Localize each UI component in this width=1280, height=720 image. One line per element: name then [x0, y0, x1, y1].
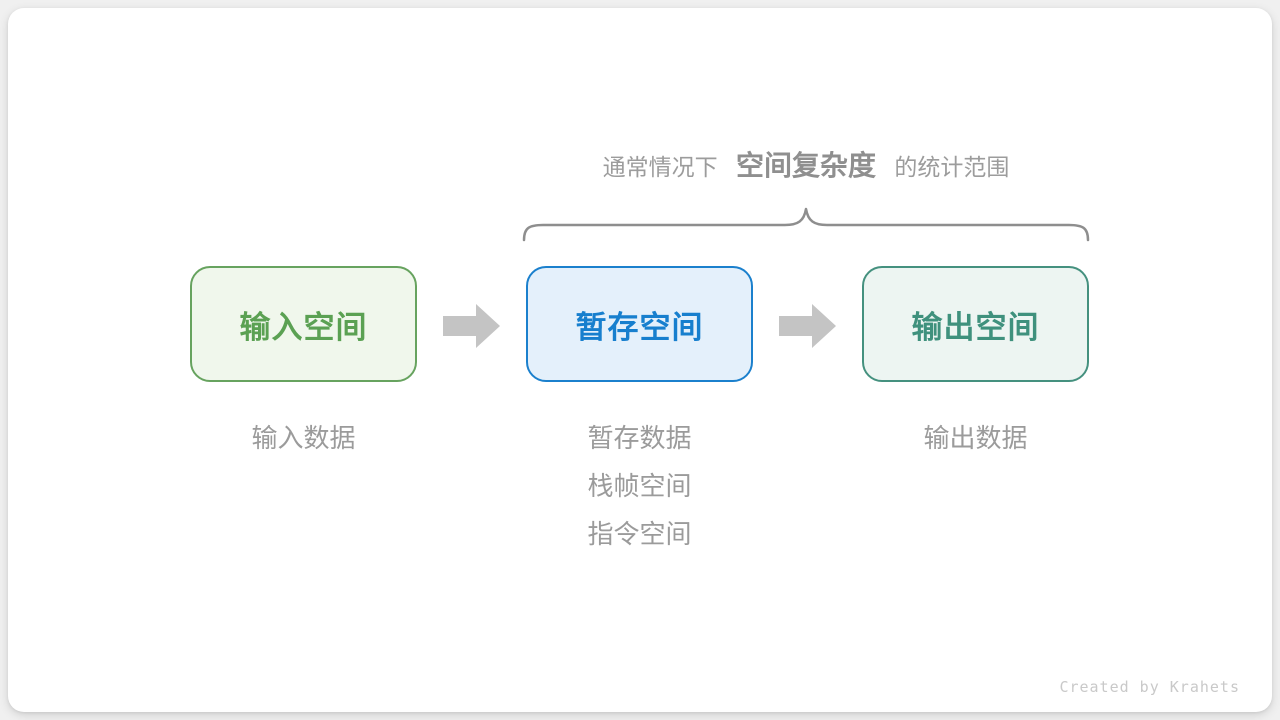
diagram-card: 通常情况下 空间复杂度 的统计范围 输入空间 暂存空间 输出空间 输入数据 暂存… [8, 8, 1272, 712]
notes-input-space: 输入数据 [190, 414, 417, 462]
node-input-space: 输入空间 [190, 266, 417, 382]
notes-temporary-space: 暂存数据 栈帧空间 指令空间 [526, 414, 753, 558]
node-temporary-space: 暂存空间 [526, 266, 753, 382]
note-item: 暂存数据 [587, 423, 692, 453]
node-output-space: 输出空间 [862, 266, 1089, 382]
scope-title: 通常情况下 空间复杂度 的统计范围 [522, 148, 1090, 185]
arrow-right-icon [779, 304, 836, 348]
note-item: 输出数据 [923, 423, 1028, 453]
scope-brace-icon [522, 207, 1090, 242]
notes-output-space: 输出数据 [862, 414, 1089, 462]
watermark-credit: Created by Krahets [1059, 678, 1240, 696]
node-output-space-label: 输出空间 [911, 309, 1040, 345]
note-item: 输入数据 [251, 423, 356, 453]
scope-title-prefix: 通常情况下 [602, 154, 718, 180]
note-item: 指令空间 [587, 519, 692, 549]
scope-title-suffix: 的统计范围 [894, 154, 1010, 180]
node-temporary-space-label: 暂存空间 [575, 309, 704, 345]
node-input-space-label: 输入空间 [239, 309, 368, 345]
note-item: 栈帧空间 [587, 471, 692, 501]
scope-title-emphasis: 空间复杂度 [735, 150, 876, 181]
arrow-right-icon [443, 304, 500, 348]
